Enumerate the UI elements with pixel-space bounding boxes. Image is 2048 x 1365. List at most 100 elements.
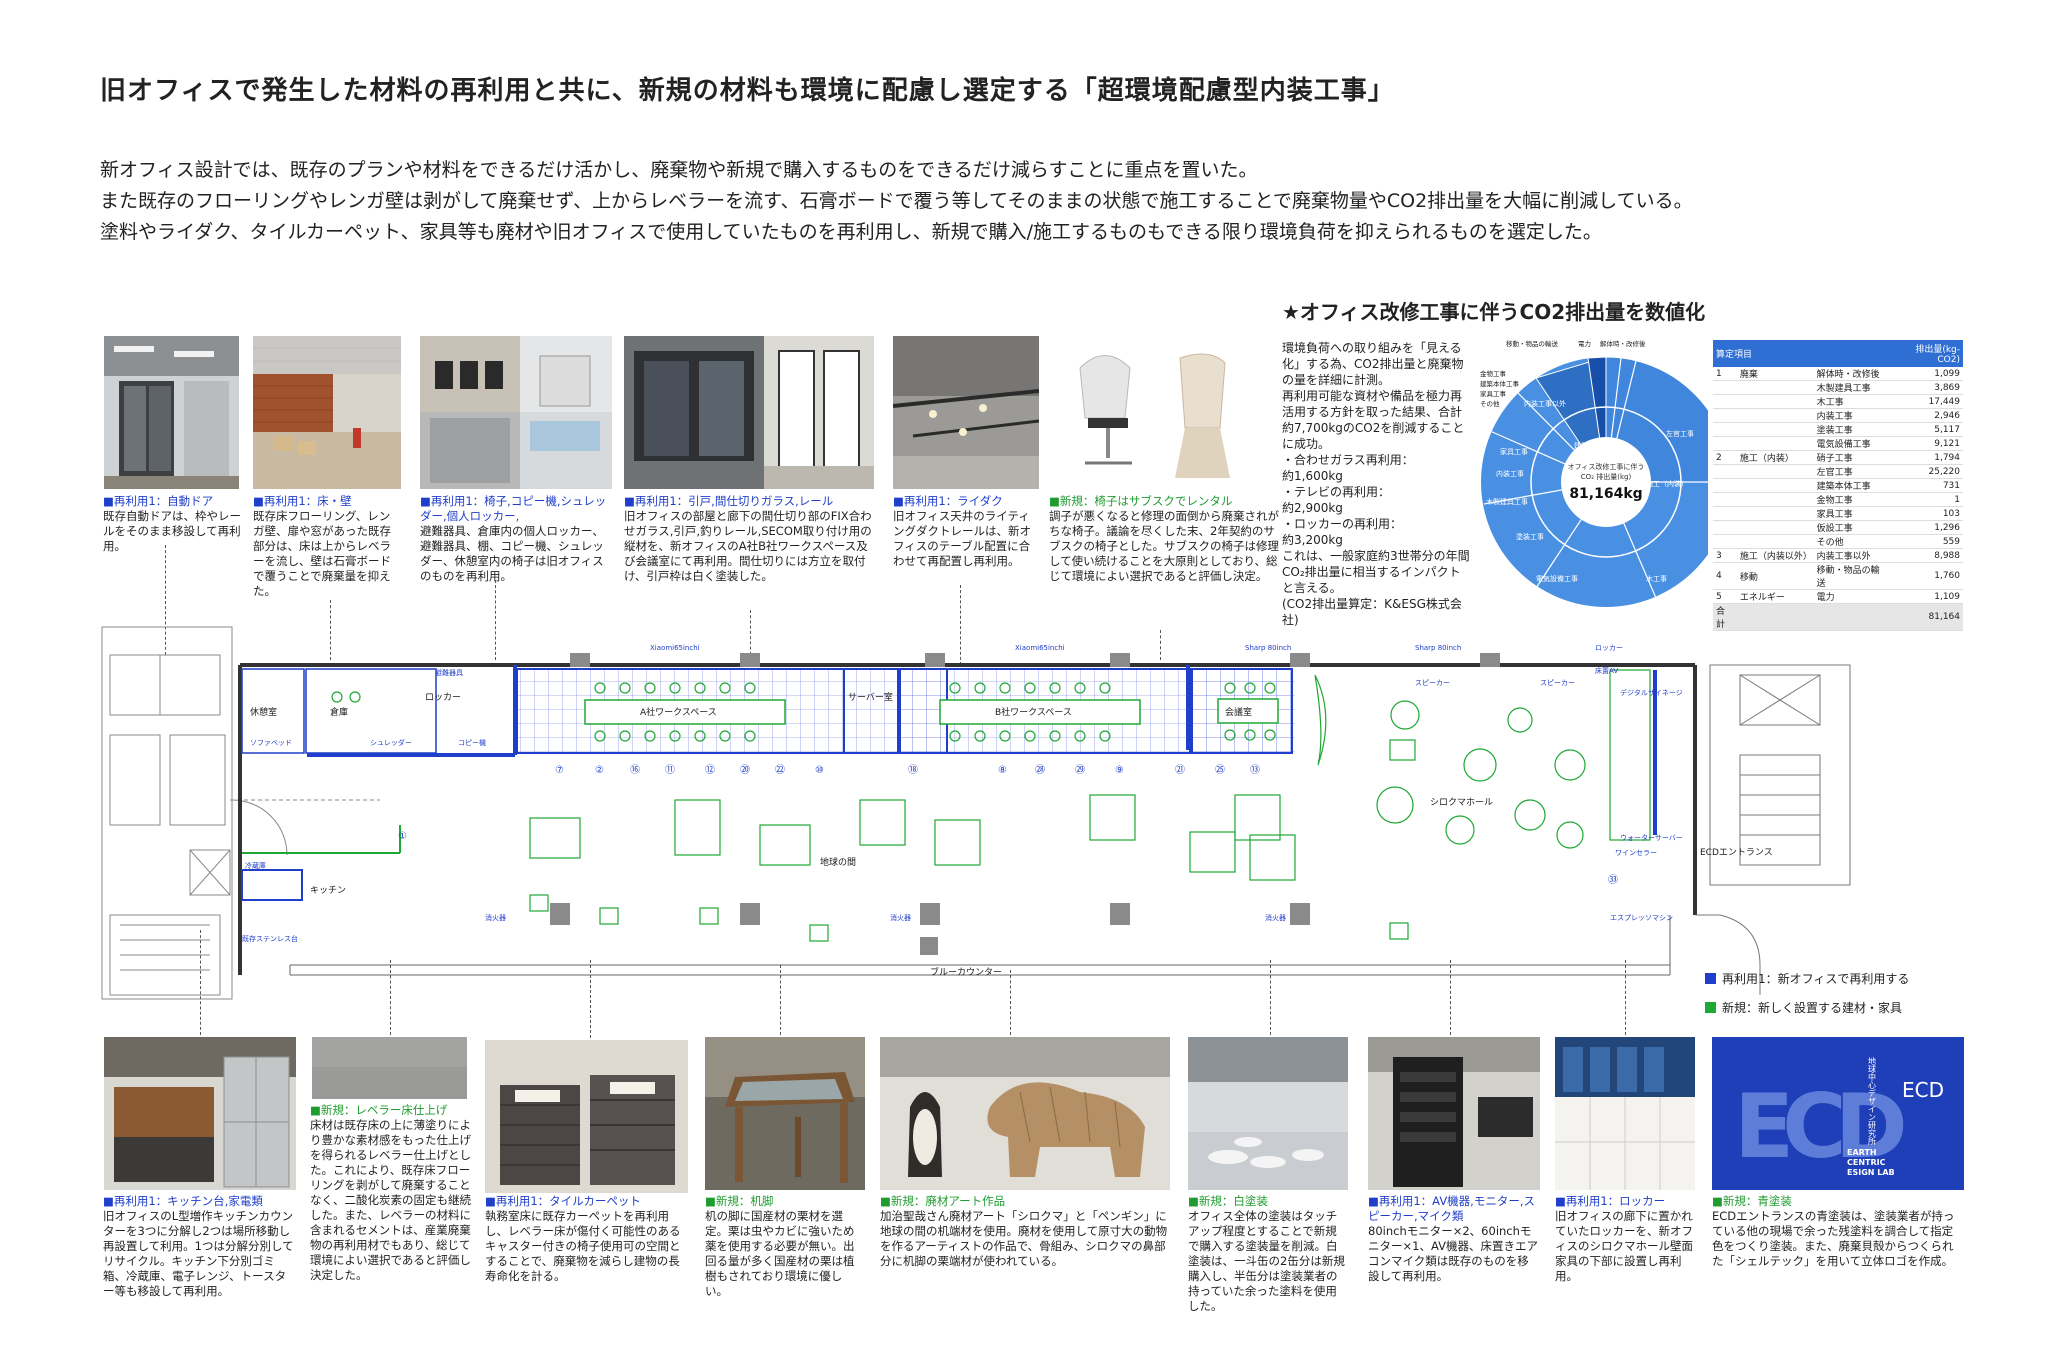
donut-center-label: オフィス改修工事に伴う <box>1568 462 1645 471</box>
donut-label: 内装工事 <box>1496 469 1524 478</box>
table-cell-val: 1,760 <box>1890 562 1963 591</box>
photo-subscription-chairs <box>1060 338 1268 488</box>
photo-subscription-chairs-image <box>1060 338 1268 488</box>
table-cell-val: 103 <box>1890 506 1963 522</box>
table-cell-item: 電力 <box>1813 589 1891 605</box>
caption-glass: ■再利用1：引戸,間仕切りガラス,レール 旧オフィスの部屋と廊下の間仕切り部のF… <box>624 494 874 584</box>
table-cell-val: 81,164 <box>1890 603 1963 632</box>
donut-label: 木製建具工事 <box>1486 497 1528 506</box>
item-number: ⑦ <box>555 765 564 776</box>
caption-auto-door: ■再利用1：自動ドア 既存自動ドアは、枠やレールをそのまま移設して再利用。 <box>103 494 243 554</box>
co2-line: これは、一般家庭約3世帯分の年間CO₂排出量に相当するインパクトと言える。 <box>1282 549 1470 595</box>
donut-label: 建築本体工事 <box>1574 441 1616 450</box>
table-cell-val: 1,794 <box>1890 450 1963 466</box>
donut-outer-label: 家具工事 <box>1480 389 1507 398</box>
label-espresso: エスプレッソマシン <box>1610 914 1673 922</box>
table-cell-val: 25,220 <box>1890 464 1963 480</box>
photo-lockers-image <box>1555 1037 1695 1190</box>
donut-outer-label: 移動・物品の輸送 <box>1506 339 1559 348</box>
table-cell-item: 内装工事 <box>1813 408 1891 424</box>
caption-subscription: ■新規：椅子はサブスクでレンタル 調子が悪くなると修理の面倒から廃棄されがちな椅… <box>1049 494 1279 584</box>
table-cell-no <box>1713 422 1737 438</box>
caption-tag: ■再利用1：椅子,コピー機,シュレッダー,個人ロッカー, <box>420 494 607 523</box>
label-signage: デジタルサイネージ <box>1620 688 1683 697</box>
table-cell-val: 9,121 <box>1890 436 1963 452</box>
ecd-logo-line: EARTH <box>1847 1148 1877 1157</box>
item-number: ㉝ <box>1608 874 1618 886</box>
table-cell-item: 解体時・改修後 <box>1813 367 1891 382</box>
item-number: ⑪ <box>665 764 675 776</box>
photo-chairs-copier-image <box>420 336 612 489</box>
room-shirokuma-hall: シロクマホール <box>1430 797 1493 808</box>
label-tv: Xiaomi65inchi <box>1015 644 1065 652</box>
caption-tag: ■再利用1：自動ドア <box>103 494 214 508</box>
legend-reuse: 再利用1：新オフィスで再利用する <box>1705 970 1909 987</box>
table-cell-no: 2 <box>1713 450 1737 466</box>
table-cell-val: 3,869 <box>1890 380 1963 396</box>
table-cell-val: 1 <box>1890 492 1963 508</box>
caption-tag: ■再利用1：AV機器,モニター,スピーカー,マイク類 <box>1368 1194 1535 1223</box>
table-cell-no <box>1713 408 1737 424</box>
table-cell-group: 施工（内装） <box>1736 450 1814 466</box>
table-cell-item: 木工事 <box>1813 394 1891 410</box>
caption-tag: ■新規：白塗装 <box>1188 1194 1268 1208</box>
caption-text: 執務室床に既存カーペットを再利用し、レベラー床が傷付く可能性のあるキャスター付き… <box>485 1209 681 1283</box>
caption-tag: ■新規：青塗装 <box>1712 1194 1792 1208</box>
table-cell-val: 5,117 <box>1890 422 1963 438</box>
caption-desk-legs: ■新規：机脚 机の脚に国産材の栗材を選定。栗は虫やカビに強いため薬を使用する必要… <box>705 1194 865 1299</box>
item-number: ㉕ <box>1215 764 1225 776</box>
label-extinguisher: 消火器 <box>1265 913 1286 922</box>
caption-text: 机の脚に国産材の栗材を選定。栗は虫やカビに強いため薬を使用する必要が無い。出回る… <box>705 1209 855 1298</box>
floor-plan: 休憩室 倉庫 ロッカー A社ワークスペース サーバー室 B社ワークスペース 会議… <box>101 626 1851 1000</box>
table-cell-no: 5 <box>1713 589 1737 605</box>
item-number: ⑫ <box>705 764 715 776</box>
photo-desk-legs <box>705 1037 865 1190</box>
table-cell-val: 2,946 <box>1890 408 1963 424</box>
caption-tag: ■新規：机脚 <box>705 1194 774 1208</box>
co2-donut-chart: オフィス改修工事に伴う CO₂ 排出量(kg) 81,164kg 左官工事 施工… <box>1480 339 1708 607</box>
co2-description: 環境負荷への取り組みを「見える化」する為、CO2排出量と廃棄物の量を詳細に計測。… <box>1282 340 1472 628</box>
table-cell-item: 仮設工事 <box>1813 520 1891 536</box>
photo-light-duct <box>893 336 1039 489</box>
photo-lockers <box>1555 1037 1695 1190</box>
label-stainless: 既存ステンレス台 <box>242 934 298 943</box>
donut-label: 電気設備工事 <box>1536 574 1578 583</box>
co2-line: ・合わせガラス再利用： <box>1282 453 1414 467</box>
table-cell-group <box>1736 603 1814 632</box>
label-extinguisher: 消火器 <box>890 913 911 922</box>
room-locker: ロッカー <box>425 692 461 703</box>
caption-leveler: ■新規：レベラー床仕上げ 床材は既存床の上に薄塗りにより豊かな素材感をもった仕上… <box>310 1103 472 1283</box>
room-a-workspace: A社ワークスペース <box>640 706 717 718</box>
table-cell-no <box>1713 506 1737 522</box>
photo-floor-wall-image <box>253 336 401 489</box>
label-water-server: ウォーターサーバー <box>1620 833 1683 842</box>
caption-text: 避難器具、倉庫内の個人ロッカー、避難器具、棚、コピー機、シュレッダー、休憩室内の… <box>420 524 604 583</box>
photo-av-equipment <box>1368 1037 1540 1190</box>
caption-text: 80inchモニター×2、60inchモニター×1、AV機器、床置きエアコンマイ… <box>1368 1224 1538 1283</box>
table-cell-val: 1,296 <box>1890 520 1963 536</box>
co2-line: 再利用可能な資材や備品を極力再活用する方針を取った結果、合計約7,700kgのC… <box>1282 389 1465 451</box>
photo-white-paint <box>1188 1037 1348 1190</box>
donut-label: 家具工事 <box>1500 447 1528 456</box>
caption-tag: ■再利用1：ロッカー <box>1555 1194 1666 1208</box>
label-evacuation: 避難器具 <box>435 668 463 677</box>
photo-glass-partition <box>624 336 874 489</box>
photo-desk-legs-image <box>705 1037 865 1190</box>
item-number: ⑨ <box>1115 765 1124 776</box>
table-header: 排出量(kg-CO2) <box>1890 340 1963 367</box>
photo-chairs-copier <box>420 336 612 489</box>
donut-outer-label: 金物工事 <box>1480 369 1507 378</box>
table-cell-no <box>1713 380 1737 396</box>
intro-text: 新オフィス設計では、既存のプランや材料をできるだけ活かし、廃棄物や新規で購入する… <box>100 155 1693 248</box>
room-blue-counter: ブルーカウンター <box>930 966 1002 978</box>
caption-tag: ■再利用1：床・壁 <box>253 494 352 508</box>
table-cell-group: 廃棄 <box>1736 367 1814 382</box>
table-cell-group <box>1736 534 1814 550</box>
table-cell-item: その他 <box>1813 534 1891 550</box>
photo-auto-door-image <box>104 336 239 489</box>
item-number: ⑳ <box>740 764 750 776</box>
